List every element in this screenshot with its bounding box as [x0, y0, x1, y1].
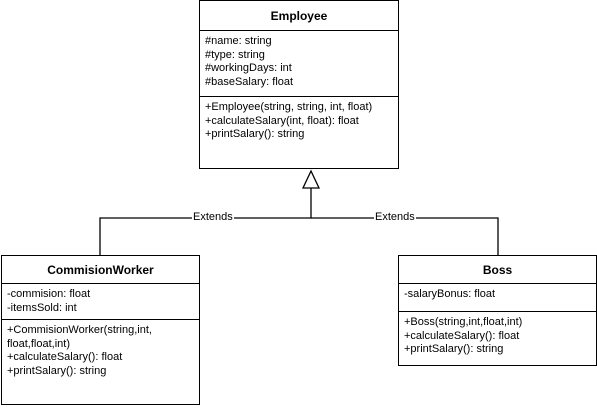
attribute: -itemsSold: int — [7, 301, 77, 314]
extends-label-boss: Extends — [374, 211, 416, 224]
attributes-section: #name: string #type: string #workingDays… — [200, 31, 398, 97]
methods-section: +Employee(string, string, int, float) +c… — [200, 97, 398, 142]
attribute: -salaryBonus: float — [404, 288, 496, 300]
attribute: #name: string — [205, 35, 272, 47]
attributes-section: -salaryBonus: float — [399, 284, 596, 312]
method: +printSalary(): string — [205, 128, 305, 140]
methods-section: +Boss(string,int,float,int) +calculateSa… — [399, 312, 596, 357]
attributes-section: -commision: float -itemsSold: int — [2, 284, 199, 320]
method: +calculateSalary(int, float): float — [205, 114, 359, 127]
method: +Employee(string, string, int, float) — [205, 101, 373, 113]
method: +CommisionWorker(string,int, — [7, 324, 152, 336]
method: +printSalary(): string — [7, 364, 107, 377]
method: float,float,int) — [7, 337, 70, 350]
attribute: #type: string — [205, 48, 265, 61]
attribute: -commision: float — [7, 288, 91, 300]
inheritance-arrowhead — [301, 169, 321, 189]
class-name: CommisionWorker — [2, 256, 199, 284]
attribute: #workingDays: int — [205, 62, 292, 74]
boss-extends-line — [311, 217, 499, 255]
method: +printSalary(): string — [404, 343, 504, 355]
method: +calculateSalary(): float — [7, 351, 123, 363]
employee-class-box[interactable]: Employee #name: string #type: string #wo… — [199, 0, 399, 169]
class-name: Employee — [200, 1, 398, 31]
method: +calculateSalary(): float — [404, 329, 520, 342]
commision-worker-class-box[interactable]: CommisionWorker -commision: float -items… — [1, 255, 200, 405]
methods-section: +CommisionWorker(string,int, float,float… — [2, 320, 199, 378]
attribute: #baseSalary: float — [205, 75, 294, 88]
boss-class-box[interactable]: Boss -salaryBonus: float +Boss(string,in… — [398, 255, 597, 366]
method: +Boss(string,int,float,int) — [404, 316, 523, 328]
class-name: Boss — [399, 256, 596, 284]
extends-label-worker: Extends — [192, 211, 234, 224]
